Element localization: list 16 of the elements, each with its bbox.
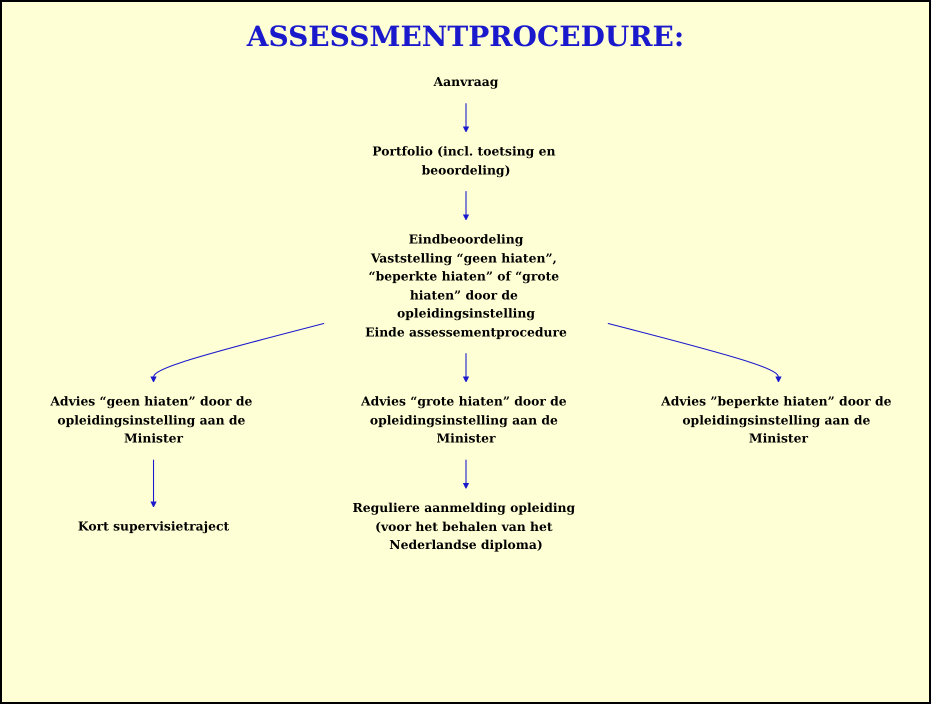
node-text: Advies “grote hiaten” door de opleidingsinstelling aan de Minister: [360, 394, 566, 446]
arrow: [462, 191, 469, 220]
arrow: [150, 460, 156, 508]
node-text: Portfolio (incl. toetsing en beoordeling): [372, 144, 555, 178]
arrow: [462, 353, 469, 382]
arrow: [607, 322, 782, 382]
arrow: [150, 322, 324, 382]
arrow: [462, 460, 469, 489]
node-text: Kort supervisietraject: [77, 520, 229, 534]
node-text: Eindbeoordeling Vaststelling “geen hiaten”, “beperkte hiaten” of “grote hiaten” door de opleidingsinstelling Einde assessementprocedure: [364, 232, 566, 340]
node-text: Advies ”beperkte hiaten” door de opleidingsinstelling aan de Minister: [660, 394, 891, 446]
diagram-title: ASSESSMENTPROCEDURE:: [246, 20, 684, 53]
arrow: [462, 103, 469, 132]
node-text: Aanvraag: [433, 75, 498, 90]
node-text: Advies “geen hiaten” door de opleidingsinstelling aan de Minister: [50, 394, 252, 446]
node-text: Reguliere aanmelding opleiding (voor het behalen van het Nederlandse diploma): [352, 501, 575, 553]
